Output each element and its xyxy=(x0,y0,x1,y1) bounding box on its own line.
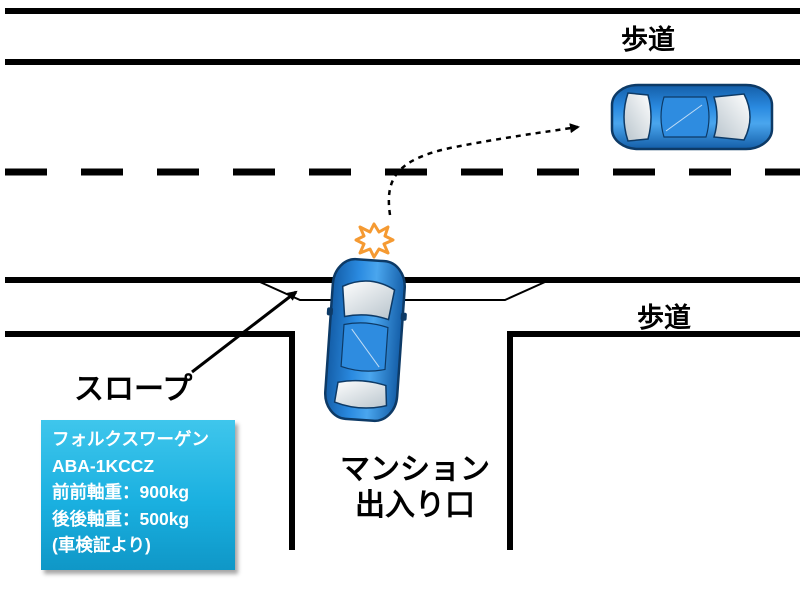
collision-burst-icon xyxy=(354,222,395,259)
vehicle-info-box: フォルクスワーゲン ABA-1KCCZ 前前軸重：900kg 後後軸重：500k… xyxy=(41,420,235,570)
info-line-front-axle: 前前軸重：900kg xyxy=(52,482,190,502)
info-line-source: (車検証より) xyxy=(52,535,151,555)
trajectory-arrow xyxy=(387,123,580,216)
sidewalk-label-top: 歩道 xyxy=(621,25,675,56)
slope-label: スロープ xyxy=(74,372,193,407)
info-line-model: ABA-1KCCZ xyxy=(52,455,155,476)
info-line-rear-axle: 後後軸重：500kg xyxy=(52,508,190,529)
entrance-label-line1: マンション xyxy=(340,452,490,487)
info-line-maker: フォルクスワーゲン xyxy=(52,429,209,449)
sidewalk-label-mid: 歩道 xyxy=(637,303,691,334)
car-entering xyxy=(323,257,407,423)
car-on-road xyxy=(610,83,774,151)
slope-arrow xyxy=(191,290,298,374)
entrance-label-line2: 出入り口 xyxy=(355,488,475,523)
entrance-label: マンション 出入り口 xyxy=(340,452,490,524)
